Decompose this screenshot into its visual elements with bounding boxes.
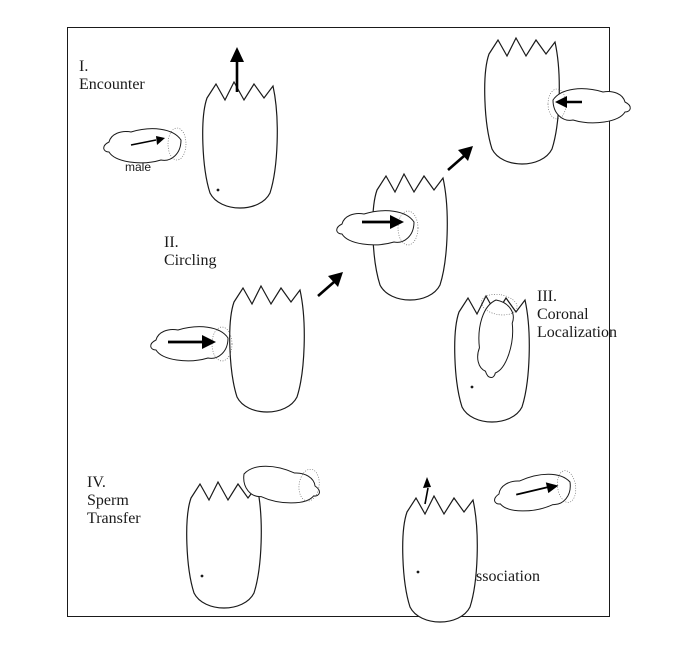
stage-2-male-b <box>337 211 418 245</box>
stage-5-male <box>492 469 578 515</box>
circling-arrow-1 <box>318 272 343 296</box>
female-mite-body-icon <box>403 496 478 622</box>
female-mite-body-icon <box>187 482 262 608</box>
male-mite-body-icon <box>104 129 181 163</box>
male-mite-body-icon <box>151 327 228 361</box>
up-arrow-icon <box>230 47 244 62</box>
stage-5-female <box>403 496 478 622</box>
circling-arrow-2 <box>448 146 473 170</box>
stage-5-female-arrow <box>423 477 431 504</box>
up-arrow-icon <box>423 477 431 488</box>
male-mite-body-icon <box>492 471 573 516</box>
female-mite-body-icon <box>230 286 305 412</box>
stage-2-male-c <box>548 89 630 123</box>
stage-1-female <box>203 82 278 208</box>
female-mite-body-icon <box>203 82 278 208</box>
male-mite-body-icon <box>337 211 414 245</box>
stage-2-male-a <box>151 327 232 361</box>
stage-1-male <box>104 128 186 163</box>
stage-2-female-a <box>230 286 305 412</box>
stage-4-female <box>187 482 262 608</box>
